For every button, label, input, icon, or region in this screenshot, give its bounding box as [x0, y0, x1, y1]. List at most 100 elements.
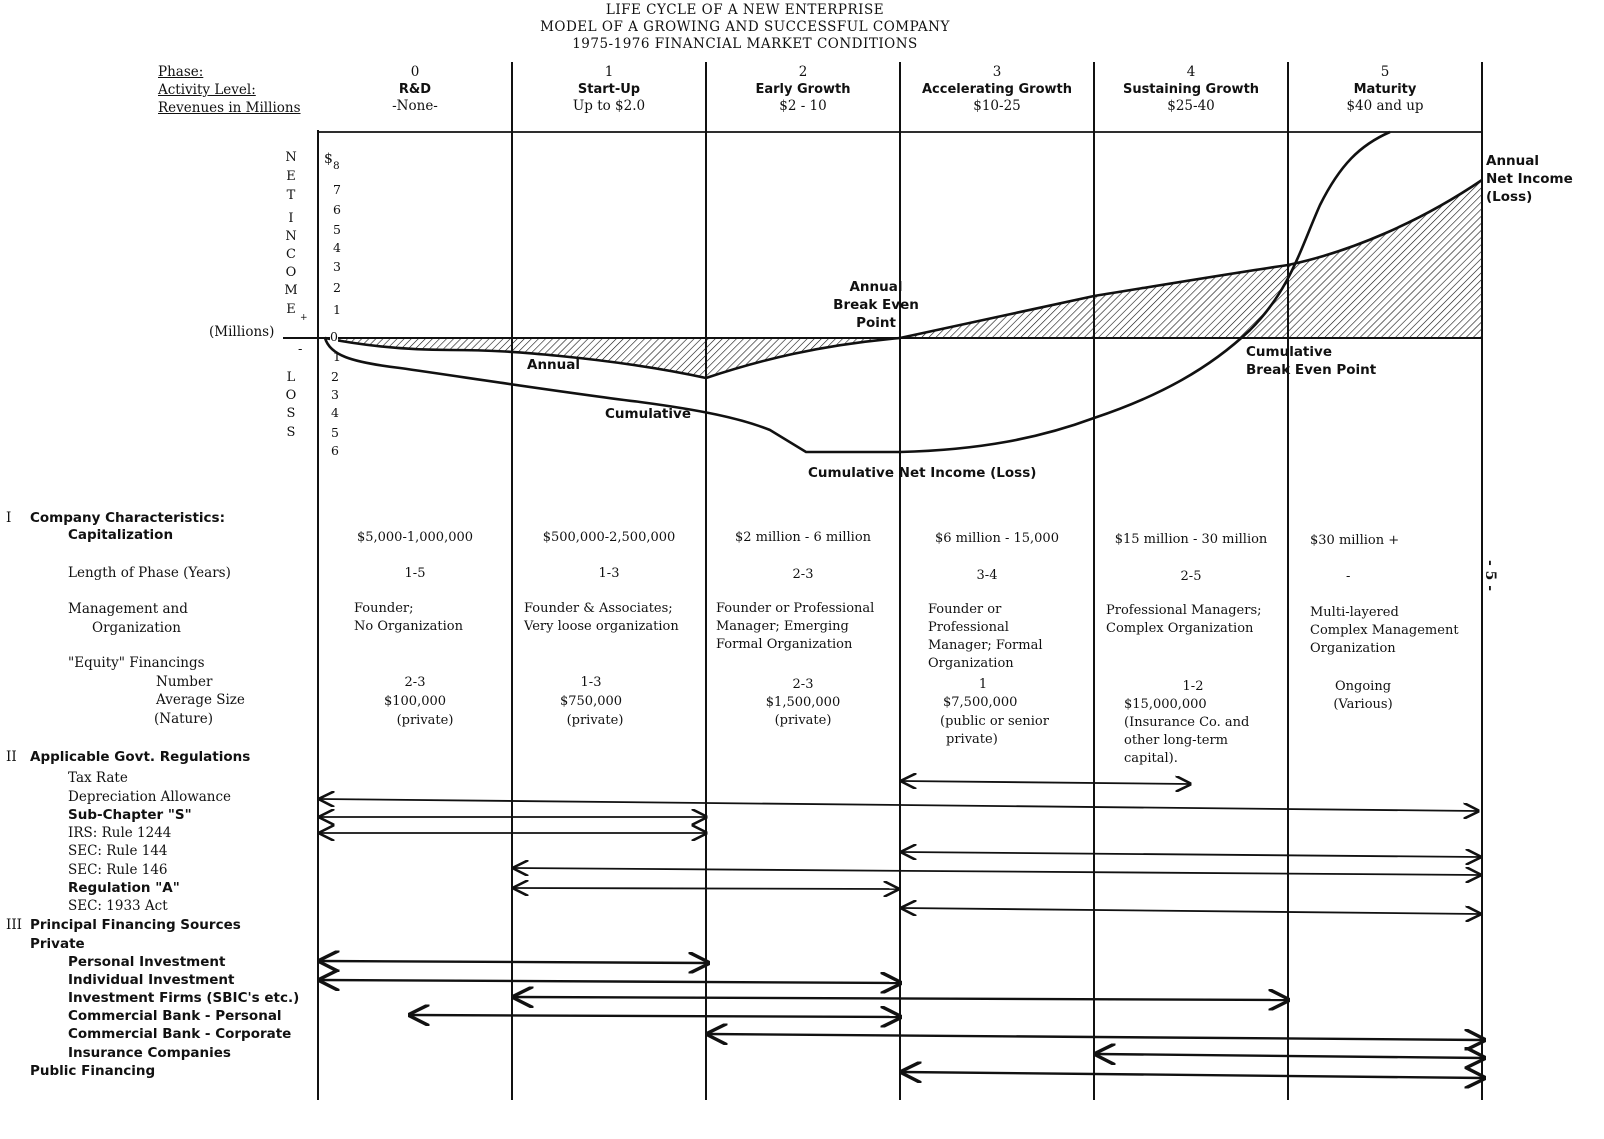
- capitalization-phase-1: $500,000-2,500,000: [542, 530, 676, 545]
- regulation-item: Depreciation Allowance: [68, 789, 232, 805]
- management-phase-5: Multi-layered Complex Management Organiz…: [1310, 605, 1459, 656]
- plus-sign: +: [300, 313, 308, 323]
- revenues-header: Revenues in Millions: [158, 100, 301, 116]
- tick-neg-1: 1: [333, 349, 341, 364]
- phase-dividers: [317, 62, 1483, 1100]
- arrow-sec-1933: [902, 908, 1480, 914]
- equity-label: "Equity" Financings: [68, 655, 205, 671]
- phase-revenue: $25-40: [1167, 98, 1215, 114]
- equity-nature-phase-3: (public or senior private): [940, 714, 1049, 747]
- phase-revenue: -None-: [392, 98, 438, 114]
- length-phase-2: 2-3: [792, 567, 814, 582]
- public-financing-label: Public Financing: [30, 1063, 156, 1079]
- phase-3-header: 3 Accelerating Growth $10-25: [900, 64, 1094, 115]
- net-letter: N: [285, 150, 297, 165]
- arrow-tax-rate: [902, 781, 1190, 784]
- management-label-2: Organization: [92, 620, 181, 636]
- phase-name: R&D: [398, 82, 432, 97]
- section-ii-roman: II: [6, 749, 17, 765]
- annual-loss-curve: [324, 336, 901, 380]
- financing-item: Commercial Bank - Personal: [68, 1008, 282, 1024]
- millions-label: (Millions): [209, 324, 275, 340]
- tick-zero: 0: [330, 329, 338, 344]
- phase-0-header: 0 R&D -None-: [318, 64, 512, 115]
- title-line-1: LIFE CYCLE OF A NEW ENTERPRISE: [605, 2, 885, 18]
- phase-number: 3: [992, 64, 1002, 80]
- equity-nature-phase-2: (private): [774, 713, 832, 728]
- financing-item: Insurance Companies: [68, 1045, 231, 1061]
- phase-name: Start-Up: [577, 82, 641, 97]
- tick-neg-3: 3: [331, 387, 339, 402]
- arrow-reg-a: [514, 888, 898, 889]
- equity-nature-phase-1: (private): [566, 713, 624, 728]
- phase-1-header: 1 Start-Up Up to $2.0: [512, 64, 706, 115]
- income-letter: N: [285, 229, 297, 244]
- phase-revenue: $10-25: [973, 98, 1021, 114]
- financing-arrows: [320, 961, 1484, 1078]
- tick-pos-5: 5: [333, 222, 341, 237]
- regulation-item: Sub-Chapter "S": [68, 807, 192, 823]
- arrow-commercial-bank-corporate: [708, 1034, 1484, 1040]
- arrow-public-financing: [902, 1072, 1484, 1078]
- phase-revenue: $40 and up: [1346, 98, 1424, 114]
- dollar-sign: $: [324, 151, 333, 167]
- equity-nature-phase-4: (Insurance Co. and other long-term capit…: [1124, 715, 1250, 766]
- financing-item: Investment Firms (SBIC's etc.): [68, 990, 300, 1006]
- page-number: - 5 -: [1482, 560, 1498, 592]
- management-phase-1: Founder & Associates; Very loose organiz…: [524, 601, 679, 634]
- loss-letter: L: [286, 370, 296, 385]
- tick-pos-4: 4: [333, 240, 341, 255]
- title-line-3: 1975-1976 FINANCIAL MARKET CONDITIONS: [572, 36, 918, 52]
- title-line-2: MODEL OF A GROWING AND SUCCESSFUL COMPAN…: [540, 19, 950, 35]
- annual-break-even-label: Annual Break Even Point: [833, 279, 919, 331]
- arrow-investment-firms: [514, 997, 1288, 1000]
- section-i-roman: I: [6, 510, 12, 526]
- private-label: Private: [30, 936, 85, 952]
- management-phase-0: Founder; No Organization: [354, 601, 463, 634]
- annual-income-curve: [899, 178, 1483, 340]
- capitalization-phase-2: $2 million - 6 million: [734, 530, 872, 545]
- tick-neg-6: 6: [331, 443, 339, 458]
- phase-name: Maturity: [1353, 82, 1417, 97]
- phase-number: 5: [1380, 64, 1390, 80]
- equity-nature-phase-5: (Various): [1333, 697, 1393, 712]
- phase-name: Early Growth: [755, 82, 851, 97]
- arrow-sec-146: [514, 868, 1480, 875]
- activity-header: Activity Level:: [158, 82, 256, 98]
- equity-number-phase-4: 1-2: [1182, 679, 1204, 694]
- regulation-item: SEC: Rule 144: [68, 843, 168, 859]
- avg-size-label: Average Size: [156, 692, 245, 708]
- equity-nature-phase-0: (private): [396, 713, 454, 728]
- regulation-item: IRS: Rule 1244: [68, 825, 172, 841]
- income-letter: O: [285, 265, 297, 280]
- cumulative-curve: [323, 130, 1391, 454]
- phase-number: 0: [410, 64, 420, 80]
- section-i-label: Company Characteristics:: [30, 510, 225, 526]
- equity-number-phase-1: 1-3: [580, 675, 602, 690]
- management-phase-4: Professional Managers; Complex Organizat…: [1106, 603, 1262, 636]
- income-letter: E: [286, 302, 296, 317]
- arrow-personal-investment: [320, 961, 708, 963]
- phase-number: 4: [1186, 64, 1196, 80]
- equity-size-phase-3: $7,500,000: [943, 695, 1018, 710]
- arrow-insurance-companies: [1096, 1054, 1484, 1058]
- equity-number-phase-5: Ongoing: [1334, 679, 1392, 694]
- management-phase-2: Founder or Professional Manager; Emergin…: [716, 601, 875, 652]
- phase-name: Accelerating Growth: [922, 82, 1072, 97]
- phase-5-header: 5 Maturity $40 and up: [1288, 64, 1482, 115]
- loss-letter: O: [285, 388, 297, 403]
- financing-item: Commercial Bank - Corporate: [68, 1026, 292, 1042]
- annual-loss-area: [325, 338, 900, 378]
- section-iii-roman: III: [6, 917, 22, 933]
- income-letter: C: [286, 247, 296, 262]
- phase-revenue: Up to $2.0: [572, 98, 646, 114]
- annual-label: Annual: [527, 357, 581, 373]
- tick-pos-1: 1: [333, 302, 341, 317]
- cumulative-label: Cumulative: [605, 406, 691, 422]
- capitalization-phase-5: $30 million +: [1310, 533, 1400, 548]
- equity-size-phase-1: $750,000: [559, 694, 623, 709]
- loss-letter: S: [286, 406, 296, 421]
- length-phase-4: 2-5: [1180, 569, 1202, 584]
- equity-number-phase-0: 2-3: [404, 675, 426, 690]
